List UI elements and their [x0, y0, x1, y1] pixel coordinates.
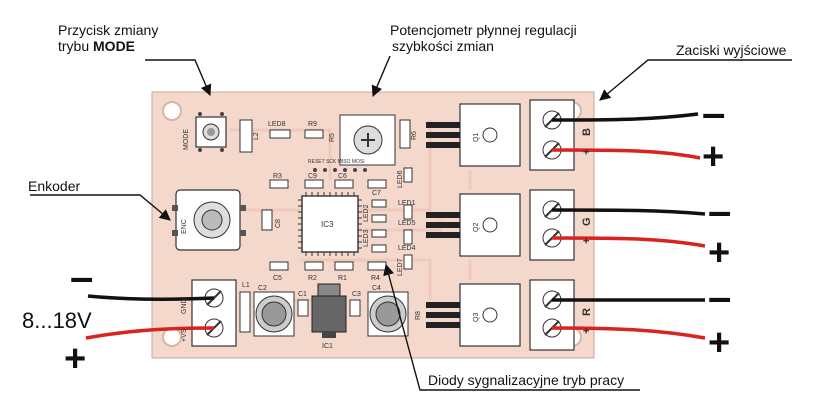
callout-encoder-text: Enkoder — [28, 178, 81, 194]
terminal-label-g: G — [581, 217, 593, 226]
pcb-label-c4: C4 — [372, 285, 381, 292]
terminal-block-r — [529, 279, 575, 351]
callout-mode-line1: Przycisk zmiany — [58, 22, 159, 38]
pcb-label-enc: ENC — [181, 219, 188, 234]
pcb-label-r1: R1 — [338, 275, 347, 282]
pcb-label-ic3: IC3 — [321, 220, 334, 229]
wire-g-minus — [551, 208, 706, 216]
pcb-label-led8: LED8 — [268, 121, 286, 128]
pcb-label-r2: R2 — [308, 275, 317, 282]
terminal-label-b: B — [581, 128, 593, 136]
encoder-component — [172, 189, 246, 251]
pcb-label-led4: LED4 — [398, 245, 416, 252]
terminal-block-input — [191, 279, 237, 347]
output-r-plus: + — [708, 322, 731, 364]
callout-leds: Diody sygnalizacyjne tryb pracy — [428, 372, 624, 388]
callout-leds-text: Diody sygnalizacyjne tryb pracy — [428, 372, 625, 388]
leader-mode — [145, 59, 212, 97]
leader-output — [599, 59, 792, 101]
ic1-regulator — [311, 283, 347, 338]
pcb-label-c1: C1 — [298, 291, 307, 298]
mount-hole — [162, 101, 182, 121]
pcb-label-c3: C3 — [352, 291, 361, 298]
pcb-label-c5: C5 — [273, 275, 282, 282]
callout-mode-button: Przycisk zmiany trybu MODE — [58, 22, 158, 54]
callout-mode-bold: MODE — [93, 38, 136, 54]
pcb-label-c6: C6 — [338, 173, 347, 180]
leader-pot — [371, 55, 391, 98]
wire-b-minus — [551, 112, 699, 122]
pcb-label-led3: LED3 — [363, 229, 370, 247]
pcb-label-led7: LED7 — [397, 258, 404, 276]
wire-b-plus — [551, 148, 701, 160]
terminal-block-g — [529, 189, 575, 261]
ic3-chip — [298, 192, 362, 256]
pcb-label-r3: R3 — [273, 173, 282, 180]
pcb-label-r5: R5 — [329, 133, 336, 142]
terminal-label-b-plus: + — [581, 149, 593, 155]
pcb-label-l2: L2 — [253, 132, 260, 140]
callout-pot-line1: Potencjometr płynnej regulacji — [390, 22, 577, 38]
terminal-block-b — [529, 99, 575, 171]
pcb-label-l1: L1 — [242, 282, 250, 289]
capacitor-c4 — [367, 291, 409, 337]
output-b-minus: – — [702, 89, 726, 136]
pcb-label-q2: Q2 — [473, 223, 480, 232]
pcb-label-mode: MODE — [183, 129, 190, 150]
pcb-label-led1: LED1 — [398, 200, 416, 207]
input-plus-sign: + — [64, 338, 87, 380]
mode-button — [195, 112, 227, 152]
pcb-label-r8: R8 — [415, 311, 422, 320]
wire-g-plus — [551, 236, 706, 248]
callout-output-terminals: Zaciski wyjściowe — [676, 42, 786, 58]
pcb-label-gnd: GND — [181, 298, 188, 314]
pcb-label-led5: LED5 — [398, 220, 416, 227]
terminal-label-r: R — [581, 308, 593, 316]
output-g-minus: – — [708, 187, 732, 234]
callout-mode-line2: trybu MODE — [58, 38, 158, 54]
pcb-label-led2: LED2 — [363, 204, 370, 222]
callout-encoder: Enkoder — [28, 178, 80, 194]
output-r-minus: – — [708, 273, 732, 320]
pcb-label-led6: LED6 — [397, 170, 404, 188]
pcb-label-r9: R9 — [308, 121, 317, 128]
capacitor-c2 — [253, 291, 295, 337]
pcb-label-q1: Q1 — [473, 133, 480, 142]
callout-pot-line2: szybkości zmian — [392, 38, 494, 54]
output-g-plus: + — [708, 232, 731, 274]
pcb-label-c2: C2 — [258, 285, 267, 292]
terminal-label-r-plus: + — [581, 328, 593, 334]
pcb-label-c9: C9 — [308, 173, 317, 180]
pcb-label-c8: C8 — [275, 219, 282, 228]
leader-encoder — [30, 194, 171, 221]
pcb-label-r6: R6 — [411, 131, 418, 140]
terminal-label-g-plus: + — [581, 238, 593, 244]
callout-mode-prefix: trybu — [58, 38, 94, 54]
wire-input-plus — [85, 326, 215, 340]
output-b-plus: + — [702, 136, 725, 178]
transistor-q3 — [426, 283, 521, 347]
wire-r-plus — [551, 326, 706, 340]
pcb-label-ic1: IC1 — [322, 343, 333, 350]
leader-leds — [383, 263, 640, 391]
pcb-label-vs: +VS — [181, 328, 188, 342]
input-minus-sign: – — [70, 253, 94, 300]
transistor-q2 — [426, 193, 521, 257]
input-voltage-label: 8...18V — [22, 308, 92, 333]
pcb-label-q3: Q3 — [473, 313, 480, 322]
transistor-q1 — [426, 103, 521, 167]
callout-potentiometer: Potencjometr płynnej regulacji szybkości… — [390, 22, 577, 54]
wire-input-minus — [87, 294, 215, 302]
callout-output-text: Zaciski wyjściowe — [676, 42, 787, 58]
pcb-label-jp: RESET SCK MISO MOSI — [308, 159, 365, 165]
pcb-label-r4: R4 — [371, 275, 380, 282]
pcb-label-c7: C7 — [372, 190, 381, 197]
potentiometer — [339, 114, 396, 166]
